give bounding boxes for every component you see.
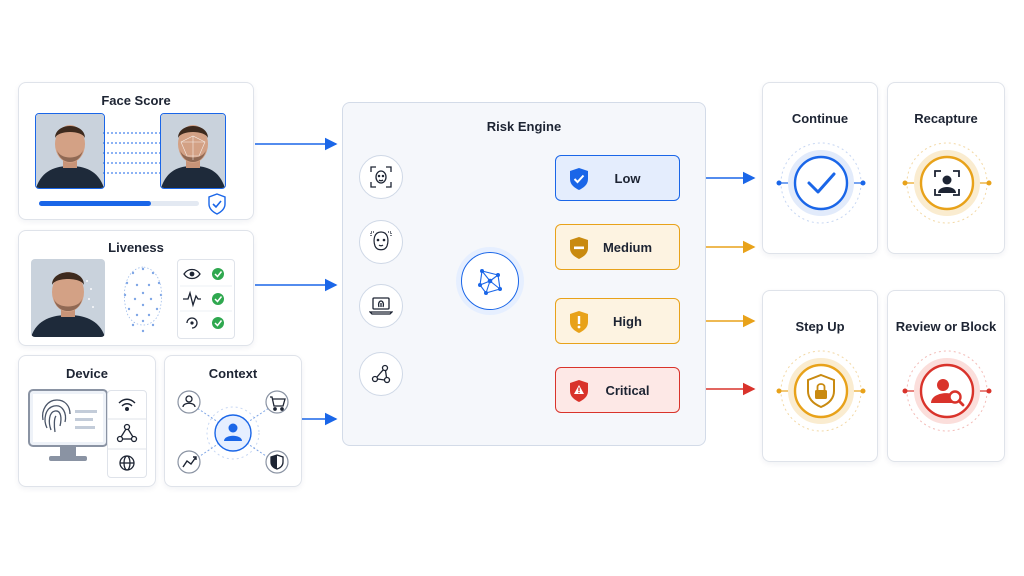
outcome-stepup-card: Step Up bbox=[762, 290, 878, 462]
device-signals-panel bbox=[107, 390, 147, 478]
face-score-progress-bar bbox=[39, 201, 199, 206]
liveness-card: Liveness bbox=[18, 230, 254, 346]
outcome-recapture-card: Recapture bbox=[887, 82, 1005, 254]
face-photo-scan bbox=[160, 113, 226, 189]
face-mesh-small-icon bbox=[370, 231, 392, 251]
globe-icon bbox=[119, 455, 135, 471]
face-mesh-icon bbox=[123, 266, 163, 333]
laptop-fingerprint-icon bbox=[369, 297, 393, 315]
context-title: Context bbox=[208, 366, 258, 381]
wifi-icon bbox=[118, 398, 136, 412]
liveness-face-photo bbox=[31, 259, 105, 337]
outcome-stepup-title: Step Up bbox=[795, 319, 845, 334]
risk-level-medium: Medium bbox=[555, 224, 680, 270]
checkmark-circle-icon bbox=[776, 142, 866, 224]
face-score-progress-fill bbox=[39, 201, 151, 206]
device-card: Device bbox=[18, 355, 156, 487]
engine-node-liveness bbox=[359, 220, 403, 264]
liveness-title: Liveness bbox=[108, 240, 164, 255]
risk-level-low-label: Low bbox=[614, 170, 641, 186]
shield-minus-icon bbox=[570, 237, 588, 259]
context-card: Context bbox=[164, 355, 302, 487]
device-title: Device bbox=[66, 366, 108, 381]
graph-nodes-icon bbox=[371, 364, 391, 384]
rotate-icon bbox=[186, 317, 198, 329]
shield-warning-icon bbox=[570, 380, 588, 402]
risk-level-medium-label: Medium bbox=[602, 239, 653, 255]
shield-check-icon bbox=[208, 193, 226, 215]
risk-level-high-label: High bbox=[613, 313, 642, 329]
face-match-lines bbox=[103, 132, 161, 174]
outcome-recapture-title: Recapture bbox=[914, 111, 978, 126]
cart-icon bbox=[270, 396, 286, 411]
shield-icon bbox=[270, 454, 284, 470]
neural-network-icon bbox=[478, 269, 502, 295]
outcome-review-title: Review or Block bbox=[895, 319, 997, 334]
user-icon bbox=[182, 395, 196, 408]
risk-engine-title: Risk Engine bbox=[486, 119, 562, 134]
recapture-icon bbox=[902, 142, 992, 224]
network-icon bbox=[116, 423, 138, 443]
face-scan-icon bbox=[370, 166, 392, 188]
face-photo-reference bbox=[35, 113, 105, 189]
outcome-continue-card: Continue bbox=[762, 82, 878, 254]
face-score-card: Face Score bbox=[18, 82, 254, 220]
user-search-icon bbox=[902, 350, 992, 432]
liveness-checks-panel bbox=[177, 259, 235, 339]
shield-lock-icon bbox=[776, 350, 866, 432]
outcome-review-card: Review or Block bbox=[887, 290, 1005, 462]
engine-node-device bbox=[359, 284, 403, 328]
shield-alert-icon bbox=[570, 311, 588, 333]
risk-engine-hub bbox=[461, 252, 519, 310]
context-network-icon bbox=[177, 390, 289, 474]
eye-icon bbox=[183, 268, 201, 280]
face-score-title: Face Score bbox=[101, 93, 171, 108]
risk-level-critical: Critical bbox=[555, 367, 680, 413]
risk-level-low: Low bbox=[555, 155, 680, 201]
risk-level-critical-label: Critical bbox=[605, 382, 650, 398]
monitor-fingerprint-icon bbox=[28, 389, 108, 461]
risk-level-high: High bbox=[555, 298, 680, 344]
trend-icon bbox=[182, 456, 197, 468]
engine-node-context bbox=[359, 352, 403, 396]
engine-node-face bbox=[359, 155, 403, 199]
pulse-icon bbox=[183, 290, 201, 308]
outcome-continue-title: Continue bbox=[791, 111, 849, 126]
shield-check-icon bbox=[570, 168, 588, 190]
